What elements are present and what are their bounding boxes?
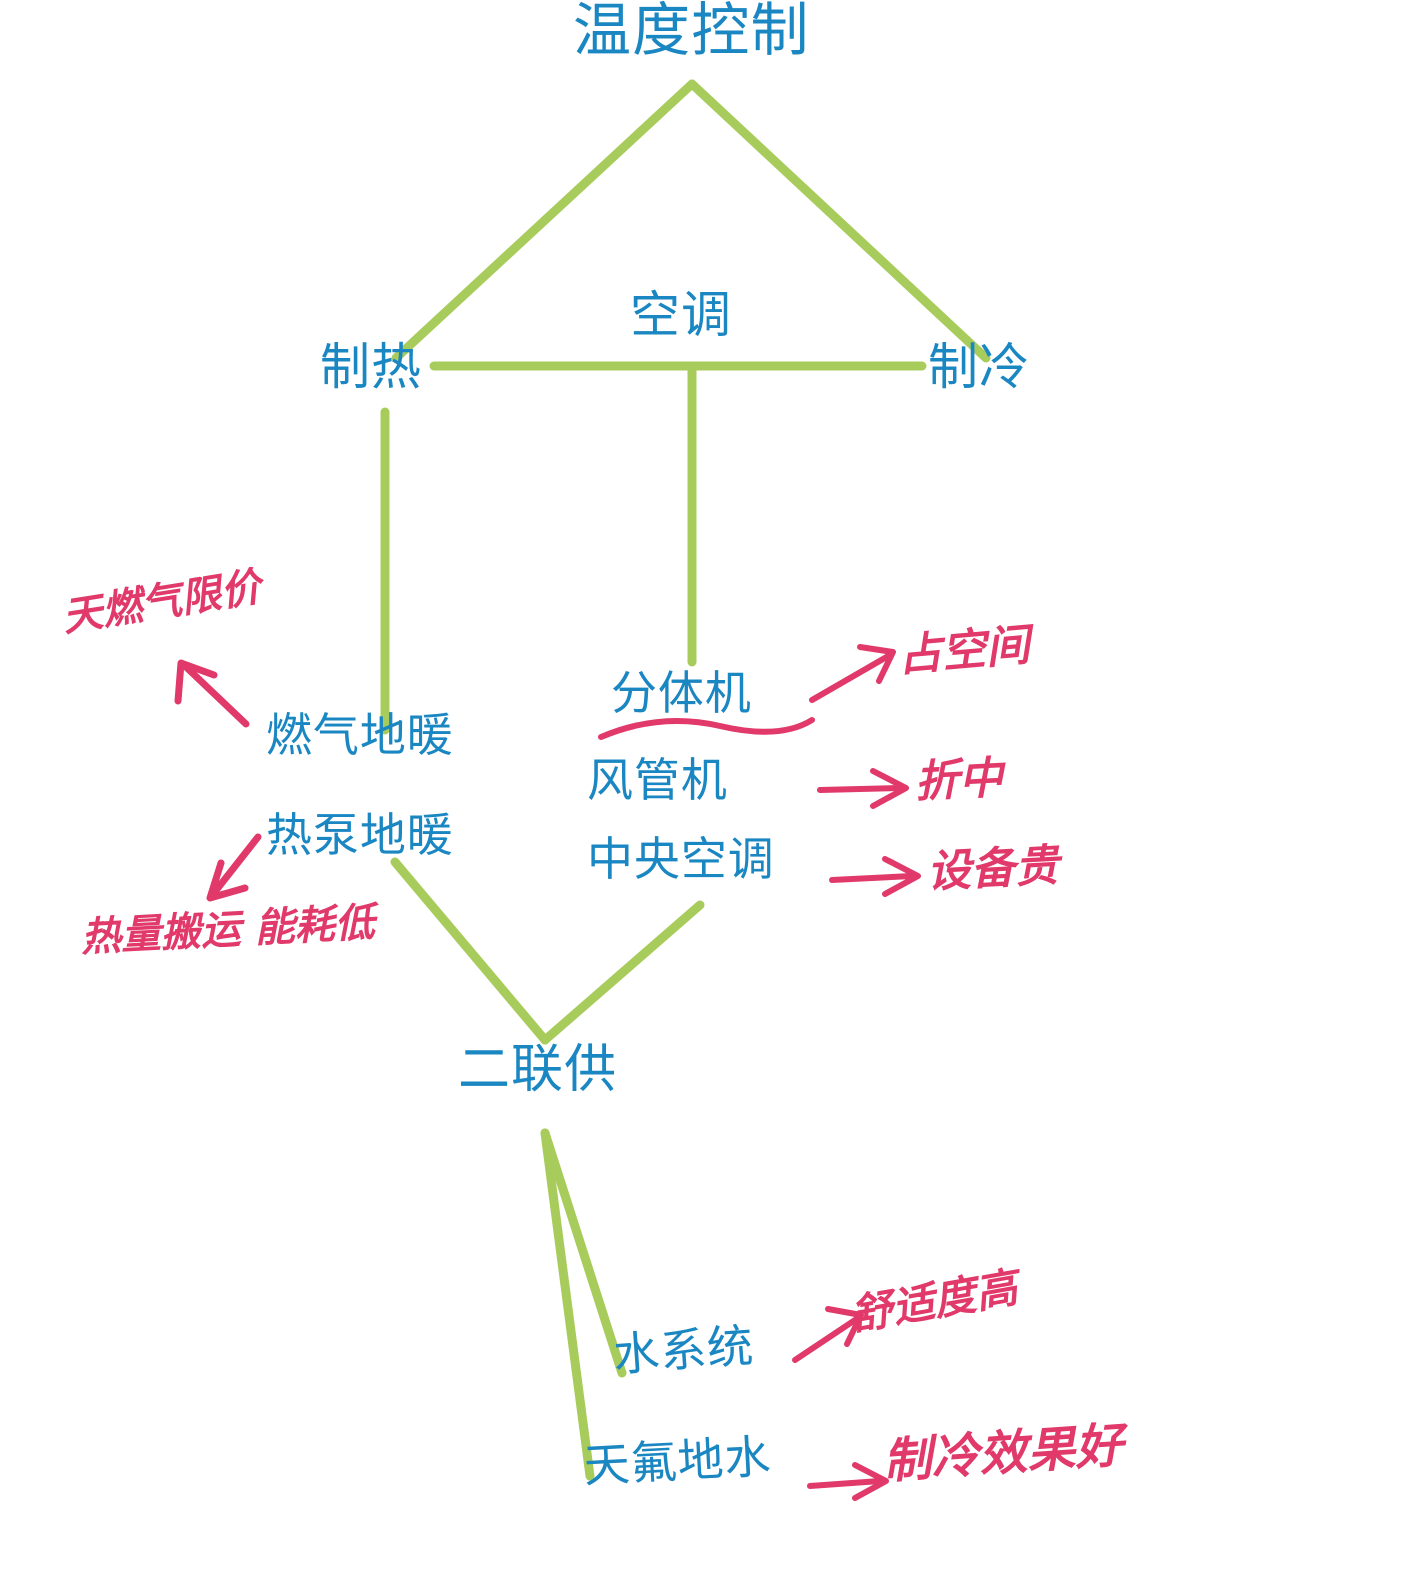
arrow-line-heat-transfer xyxy=(210,833,262,897)
arrow-head-takes-space xyxy=(857,644,896,684)
annotation-heat-transfer: 热量搬运 能耗低 xyxy=(79,899,376,961)
arrow-line-compromise xyxy=(817,785,903,793)
node-water-system: 水系统 xyxy=(611,1319,756,1381)
branch-root-to-cooling xyxy=(687,79,991,363)
arrow-head-heat-transfer xyxy=(206,859,249,902)
annotation-high-comfort: 舒适度高 xyxy=(847,1262,1021,1340)
underline-split-unit xyxy=(598,717,815,740)
annotation-compromise: 折中 xyxy=(913,752,1005,808)
node-gas-floor-heating: 燃气地暖 xyxy=(266,709,454,761)
node-heating: 制热 xyxy=(320,339,422,395)
arrow-line-high-comfort xyxy=(792,1315,861,1363)
branch-cooling-to-combined xyxy=(540,900,705,1045)
node-ducted-unit: 风管机 xyxy=(587,754,728,806)
arrow-line-expensive xyxy=(829,873,915,883)
arrow-head-gas-price xyxy=(174,659,218,705)
annotation-expensive-equipment: 设备贵 xyxy=(925,840,1060,898)
arrow-line-takes-space xyxy=(809,652,893,703)
arrow-head-good-cooling xyxy=(852,1462,889,1501)
node-cooling: 制冷 xyxy=(928,339,1030,395)
arrow-head-compromise xyxy=(870,768,909,809)
branch-combined-to-tianfu-dishui xyxy=(540,1128,595,1481)
annotation-gas-price: 天燃气限价 xyxy=(59,564,265,641)
node-root-title: 温度控制 xyxy=(573,0,810,63)
branch-heating-to-combined xyxy=(390,857,550,1045)
arrow-line-gas-price xyxy=(181,662,250,728)
node-heatpump-floor-heating: 热泵地暖 xyxy=(266,809,454,861)
node-dual-supply: 二联供 xyxy=(458,1041,618,1099)
node-tianfu-dishui: 天氟地水 xyxy=(582,1430,773,1492)
arrow-head-expensive xyxy=(882,856,921,897)
annotation-good-cooling: 制冷效果好 xyxy=(881,1417,1125,1490)
annotation-takes-space: 占空间 xyxy=(895,619,1032,682)
arrow-line-good-cooling xyxy=(807,1478,883,1489)
branch-combined-to-water-system xyxy=(540,1128,627,1378)
node-split-unit: 分体机 xyxy=(611,667,752,719)
node-central-ac: 中央空调 xyxy=(587,833,775,885)
node-air-conditioner: 空调 xyxy=(630,287,732,343)
